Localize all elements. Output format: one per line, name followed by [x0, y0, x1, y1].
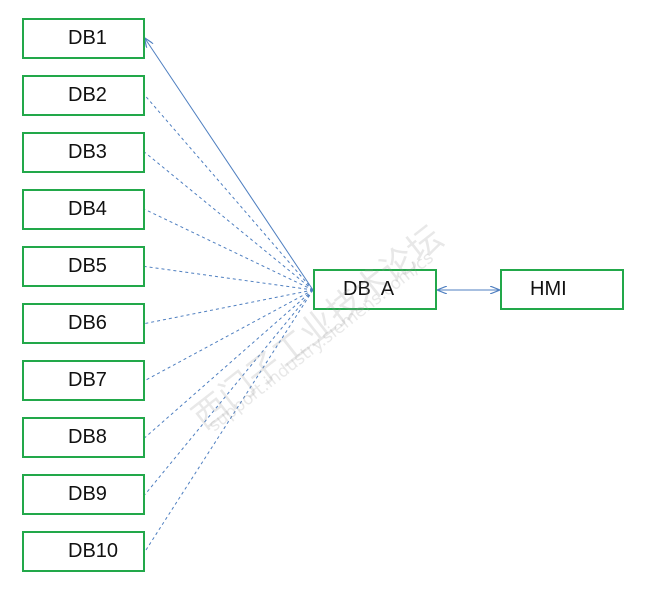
connector-db8 — [144, 289, 314, 438]
connector-db6 — [144, 289, 314, 324]
connector-db9 — [144, 289, 314, 495]
source-box-db7: DB7 — [22, 360, 145, 401]
connector-db2 — [144, 95, 314, 291]
source-box-db9: DB9 — [22, 474, 145, 515]
connector-db10 — [144, 289, 314, 552]
source-box-db10: DB10 — [22, 531, 145, 572]
source-box-db8: DB8 — [22, 417, 145, 458]
connector-db7 — [144, 289, 314, 381]
hub-box-db-a: DB A — [313, 269, 437, 310]
connector-db1 — [145, 39, 314, 291]
source-box-db3: DB3 — [22, 132, 145, 173]
source-box-db6: DB6 — [22, 303, 145, 344]
connector-db3 — [144, 152, 314, 291]
source-box-db5: DB5 — [22, 246, 145, 287]
source-box-db1: DB1 — [22, 18, 145, 59]
connector-db4 — [144, 209, 314, 291]
source-box-db4: DB4 — [22, 189, 145, 230]
source-box-db2: DB2 — [22, 75, 145, 116]
target-box-hmi: HMI — [500, 269, 624, 310]
connector-db5 — [144, 266, 314, 291]
